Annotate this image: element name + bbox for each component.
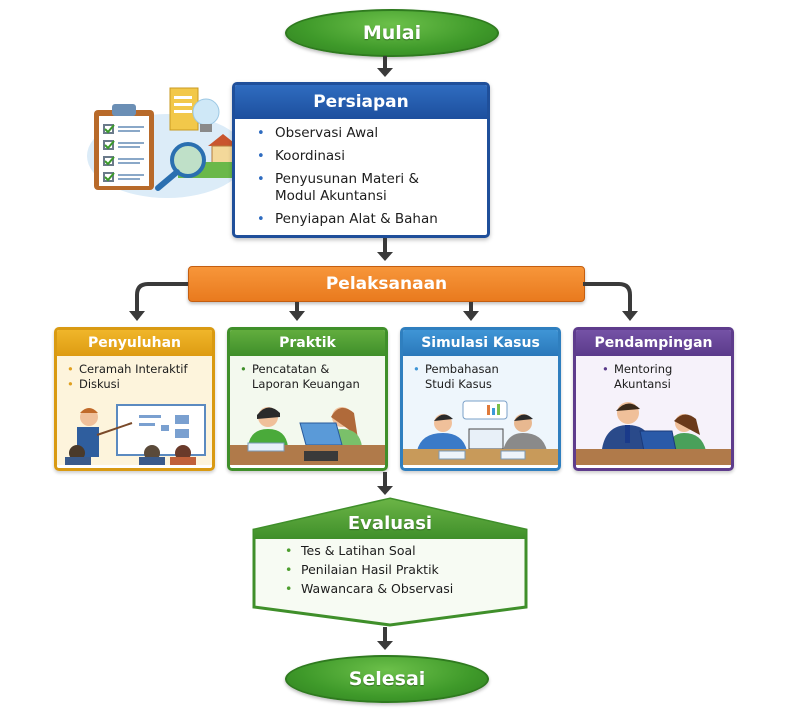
bullet-icon: • — [240, 362, 247, 376]
evaluation-title: Evaluasi — [347, 513, 433, 534]
mentor-illustration-icon — [576, 402, 731, 465]
presenter-illustration-icon — [65, 404, 206, 465]
evaluation-box: Evaluasi •Tes & Latihan Soal •Penilaian … — [250, 497, 530, 627]
activity-card-pendampingan: Pendampingan •Mentoring Akuntansi — [573, 327, 734, 471]
bullet-icon: • — [257, 212, 265, 227]
end-label: Selesai — [348, 668, 426, 690]
connector-left — [135, 282, 188, 312]
bullet-icon: • — [413, 362, 420, 376]
activity-card-praktik: Praktik •Pencatatan & Laporan Keuangan — [227, 327, 388, 471]
start-node: Mulai — [285, 9, 499, 57]
execution-bar: Pelaksanaan — [188, 266, 585, 302]
activity-title: Penyuluhan — [57, 330, 212, 356]
bullet-icon: • — [257, 172, 265, 187]
bullet-icon: • — [285, 562, 293, 577]
evaluation-hexagon-shape — [252, 497, 528, 627]
preparation-title: Persiapan — [235, 85, 487, 119]
evaluation-item: •Penilaian Hasil Praktik — [285, 562, 439, 577]
preparation-item: •Observasi Awal — [257, 125, 379, 141]
preparation-item: •Koordinasi — [257, 148, 345, 164]
evaluation-item: •Wawancara & Observasi — [285, 581, 454, 596]
arrow-head-mid-right — [463, 311, 479, 321]
activity-item: •Pembahasan Studi Kasus — [413, 362, 499, 391]
start-label: Mulai — [362, 22, 422, 44]
bullet-icon: • — [257, 149, 265, 164]
bullet-icon: • — [67, 362, 74, 376]
preparation-item: •Penyusunan Materi & Modul Akuntansi — [257, 171, 419, 204]
execution-connectors — [129, 282, 638, 321]
execution-title: Pelaksanaan — [325, 274, 448, 294]
end-node: Selesai — [285, 655, 489, 703]
activity-item: •Pencatatan & Laporan Keuangan — [240, 362, 360, 391]
arrow-head-mid-left — [289, 311, 305, 321]
preparation-item: •Penyiapan Alat & Bahan — [257, 211, 438, 227]
activity-item: •Mentoring Akuntansi — [602, 362, 673, 391]
bullet-icon: • — [67, 377, 74, 391]
activity-card-simulasi-kasus: Simulasi Kasus •Pembahasan Studi Kasus — [400, 327, 561, 471]
bullet-icon: • — [602, 362, 609, 376]
bullet-icon: • — [285, 543, 293, 558]
arrow-evaluation-to-end — [377, 627, 393, 651]
arrow-head-right — [622, 311, 638, 321]
activity-item: •Diskusi — [67, 377, 120, 391]
arrow-preparation-to-execution — [377, 238, 393, 262]
arrow-execution-to-evaluation — [377, 472, 393, 496]
activity-title: Praktik — [230, 330, 385, 356]
bullet-icon: • — [285, 581, 293, 596]
activity-item: •Ceramah Interaktif — [67, 362, 188, 376]
arrow-start-to-preparation — [377, 56, 393, 78]
preparation-illustration-icon — [87, 87, 242, 198]
connector-right — [583, 282, 632, 312]
preparation-box: Persiapan •Observasi Awal •Koordinasi •P… — [232, 82, 490, 238]
activity-title: Simulasi Kasus — [403, 330, 558, 356]
arrow-head-left — [129, 311, 145, 321]
evaluation-item: •Tes & Latihan Soal — [285, 543, 416, 558]
activity-card-penyuluhan: Penyuluhan •Ceramah Interaktif •Diskusi — [54, 327, 215, 471]
bullet-icon: • — [257, 126, 265, 141]
students-laptop-illustration-icon — [230, 407, 385, 465]
case-discussion-illustration-icon — [403, 400, 558, 465]
activity-title: Pendampingan — [576, 330, 731, 356]
